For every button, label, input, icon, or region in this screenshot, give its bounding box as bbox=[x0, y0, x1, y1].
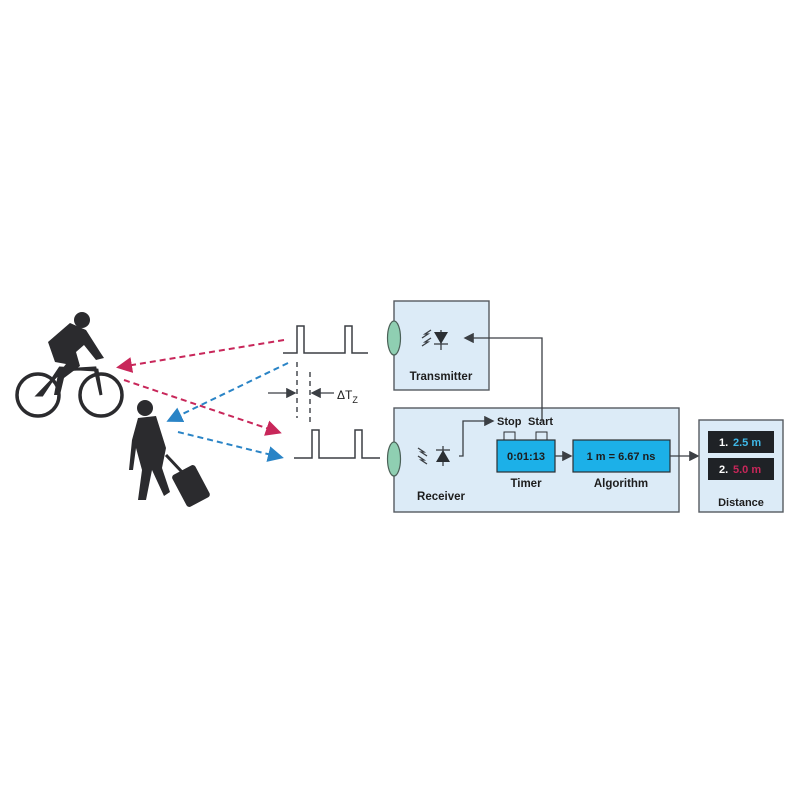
algorithm-value: 1 m = 6.67 ns bbox=[587, 451, 656, 463]
distance-row-1 bbox=[708, 431, 774, 453]
pedestrian-body bbox=[129, 416, 170, 500]
pedestrian-figure bbox=[129, 400, 210, 507]
transmitter-lens bbox=[386, 320, 402, 356]
stop-label: Stop bbox=[497, 416, 522, 428]
pedestrian-head bbox=[137, 400, 153, 416]
reflected-blue-ray bbox=[177, 431, 284, 462]
algorithm-block bbox=[572, 439, 671, 473]
suitcase-handle bbox=[164, 453, 184, 474]
bike-front-wheel bbox=[78, 372, 124, 418]
receiver-lens bbox=[386, 441, 402, 477]
outgoing-red-ray bbox=[116, 339, 285, 373]
timer-block bbox=[496, 439, 556, 473]
timer-start-terminal bbox=[535, 431, 548, 441]
start-feedback-wire bbox=[463, 332, 543, 421]
timer-value: 0:01:13 bbox=[507, 451, 545, 463]
cyclist-head bbox=[74, 312, 90, 328]
cyclist-body bbox=[48, 323, 104, 395]
distance-row-1-index: 1. bbox=[719, 437, 728, 449]
reflected-red-ray bbox=[123, 379, 282, 436]
distance-row-2 bbox=[708, 458, 774, 480]
distance-label: Distance bbox=[718, 497, 764, 509]
stop-signal-wire bbox=[459, 415, 495, 457]
timer-stop-terminal bbox=[503, 431, 516, 441]
distance-row-1-value: 2.5 m bbox=[733, 437, 761, 449]
start-label: Start bbox=[528, 416, 553, 428]
transmitted-pulse-train bbox=[283, 325, 368, 354]
transmitter-label: Transmitter bbox=[410, 371, 473, 383]
distance-row-2-index: 2. bbox=[719, 464, 728, 476]
receiver-photodiode-icon bbox=[417, 446, 450, 466]
suitcase bbox=[172, 465, 210, 507]
cyclist-figure bbox=[15, 312, 124, 418]
outgoing-blue-ray bbox=[166, 362, 289, 422]
distance-row-2-value: 5.0 m bbox=[733, 464, 761, 476]
delta-t-label: ΔTZ bbox=[337, 388, 358, 405]
received-pulse-train bbox=[294, 429, 380, 459]
transmitter-led-icon bbox=[421, 329, 448, 350]
algorithm-label: Algorithm bbox=[594, 478, 648, 490]
timer-label: Timer bbox=[510, 478, 542, 490]
receiver-label: Receiver bbox=[417, 491, 465, 503]
